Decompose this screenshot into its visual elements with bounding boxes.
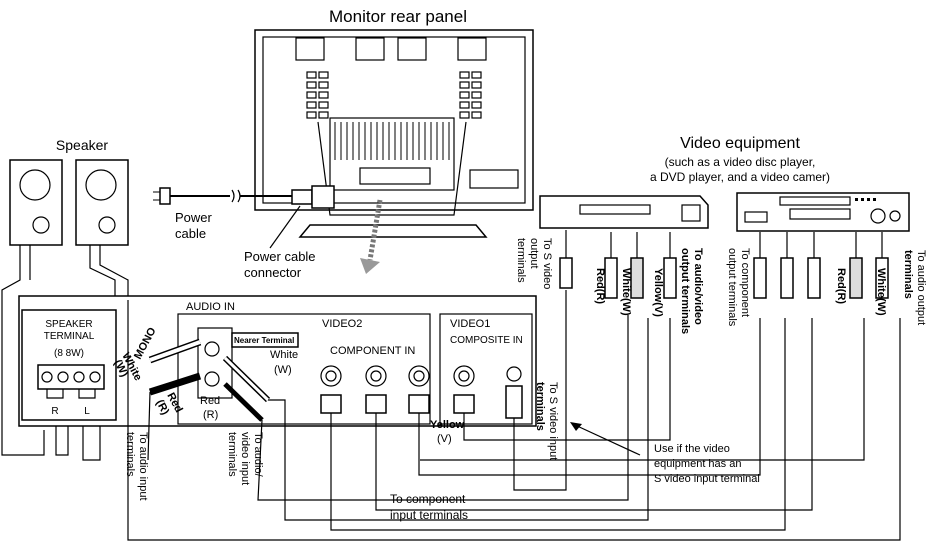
cable-white-label-2: White(W) xyxy=(875,268,887,316)
audio-in-jacks xyxy=(197,327,299,399)
component-in-jacks xyxy=(320,365,430,414)
cable-yellow-label: Yellow(V) xyxy=(652,268,664,317)
cable-red-label-2: Red(R) xyxy=(835,268,847,304)
to-s-video-output-2: output xyxy=(528,238,540,269)
to-av-input-3: terminals xyxy=(226,432,238,477)
mono-audio-plugs xyxy=(148,338,271,422)
dvd-player xyxy=(736,192,910,232)
note-component-2: input terminals xyxy=(390,508,468,522)
speaker-cables xyxy=(1,245,129,461)
video1-label: VIDEO1 xyxy=(450,318,490,330)
to-audio-input-2: terminals xyxy=(124,432,136,477)
video-equipment-desc-1: (such as a video disc player, xyxy=(665,155,816,169)
to-s-video-input-1: To S video input xyxy=(547,382,559,460)
to-av-output-2: output terminals xyxy=(679,248,691,334)
to-s-video-input-2: terminals xyxy=(534,382,546,431)
power-cable-label-2: cable xyxy=(175,226,206,241)
power-connector-label-2: connector xyxy=(244,265,302,280)
diagram-title: Monitor rear panel xyxy=(329,7,467,26)
to-av-input-2: video input xyxy=(239,432,251,485)
speaker-terminal-r: R xyxy=(51,406,58,417)
power-connector-label-1: Power cable xyxy=(244,249,316,264)
video-equipment-desc-2: a DVD player, and a video camer) xyxy=(650,170,830,184)
speaker-terminal-l: L xyxy=(84,406,90,417)
note-use-if-1: Use if the video xyxy=(654,443,730,455)
component-in-label: COMPONENT IN xyxy=(330,345,415,357)
composite-in-jacks xyxy=(453,365,523,419)
note-component-1: To component xyxy=(390,492,466,506)
speaker-label: Speaker xyxy=(56,137,108,153)
power-cable-label-1: Power xyxy=(175,210,213,225)
to-av-output-1: To audio/video xyxy=(692,248,704,325)
nearer-terminal-label: Nearer Terminal xyxy=(234,336,294,345)
to-s-video-output-3: terminals xyxy=(515,238,527,283)
cable-red-label: Red(R) xyxy=(594,268,606,304)
red-panel-abbr: (R) xyxy=(203,409,218,421)
speaker-terminal-title-2: TERMINAL xyxy=(44,331,95,342)
to-audio-output-2: terminals xyxy=(902,250,914,299)
monitor-rear-panel xyxy=(254,29,534,274)
yellow-panel-abbr: (V) xyxy=(437,433,452,445)
video-disc-player xyxy=(539,195,709,229)
speaker-terminal-title-1: SPEAKER xyxy=(45,319,92,330)
to-s-video-output-1: To S video xyxy=(541,238,553,289)
note-use-if-2: equipment has an xyxy=(654,458,741,470)
power-cable xyxy=(153,185,335,209)
video-equipment-title: Video equipment xyxy=(680,135,800,152)
to-component-output-2: output terminals xyxy=(726,248,738,327)
yellow-panel-label: Yellow xyxy=(430,419,465,431)
video2-label: VIDEO2 xyxy=(322,318,362,330)
wiring-lines xyxy=(127,230,901,541)
audio-in-label: AUDIO IN xyxy=(186,301,235,313)
white-panel-label: White xyxy=(270,349,298,361)
speaker-terminal-spec: (8 8W) xyxy=(54,348,84,359)
to-component-output-1: To component xyxy=(739,248,751,317)
note-use-if-3: S video input terminal xyxy=(654,473,760,485)
to-audio-output-1: To audio output xyxy=(915,250,927,325)
white-panel-abbr: (W) xyxy=(274,364,292,376)
device-rca-plugs xyxy=(559,257,889,299)
to-audio-input-1: To audio input xyxy=(137,432,149,501)
speaker-terminal-block xyxy=(37,364,105,399)
red-panel-label: Red xyxy=(200,395,220,407)
cable-white-label: White(W) xyxy=(620,268,632,316)
speaker-pair xyxy=(9,159,129,246)
to-av-input-1: To audio/ xyxy=(252,432,264,478)
composite-in-label: COMPOSITE IN xyxy=(450,335,523,346)
